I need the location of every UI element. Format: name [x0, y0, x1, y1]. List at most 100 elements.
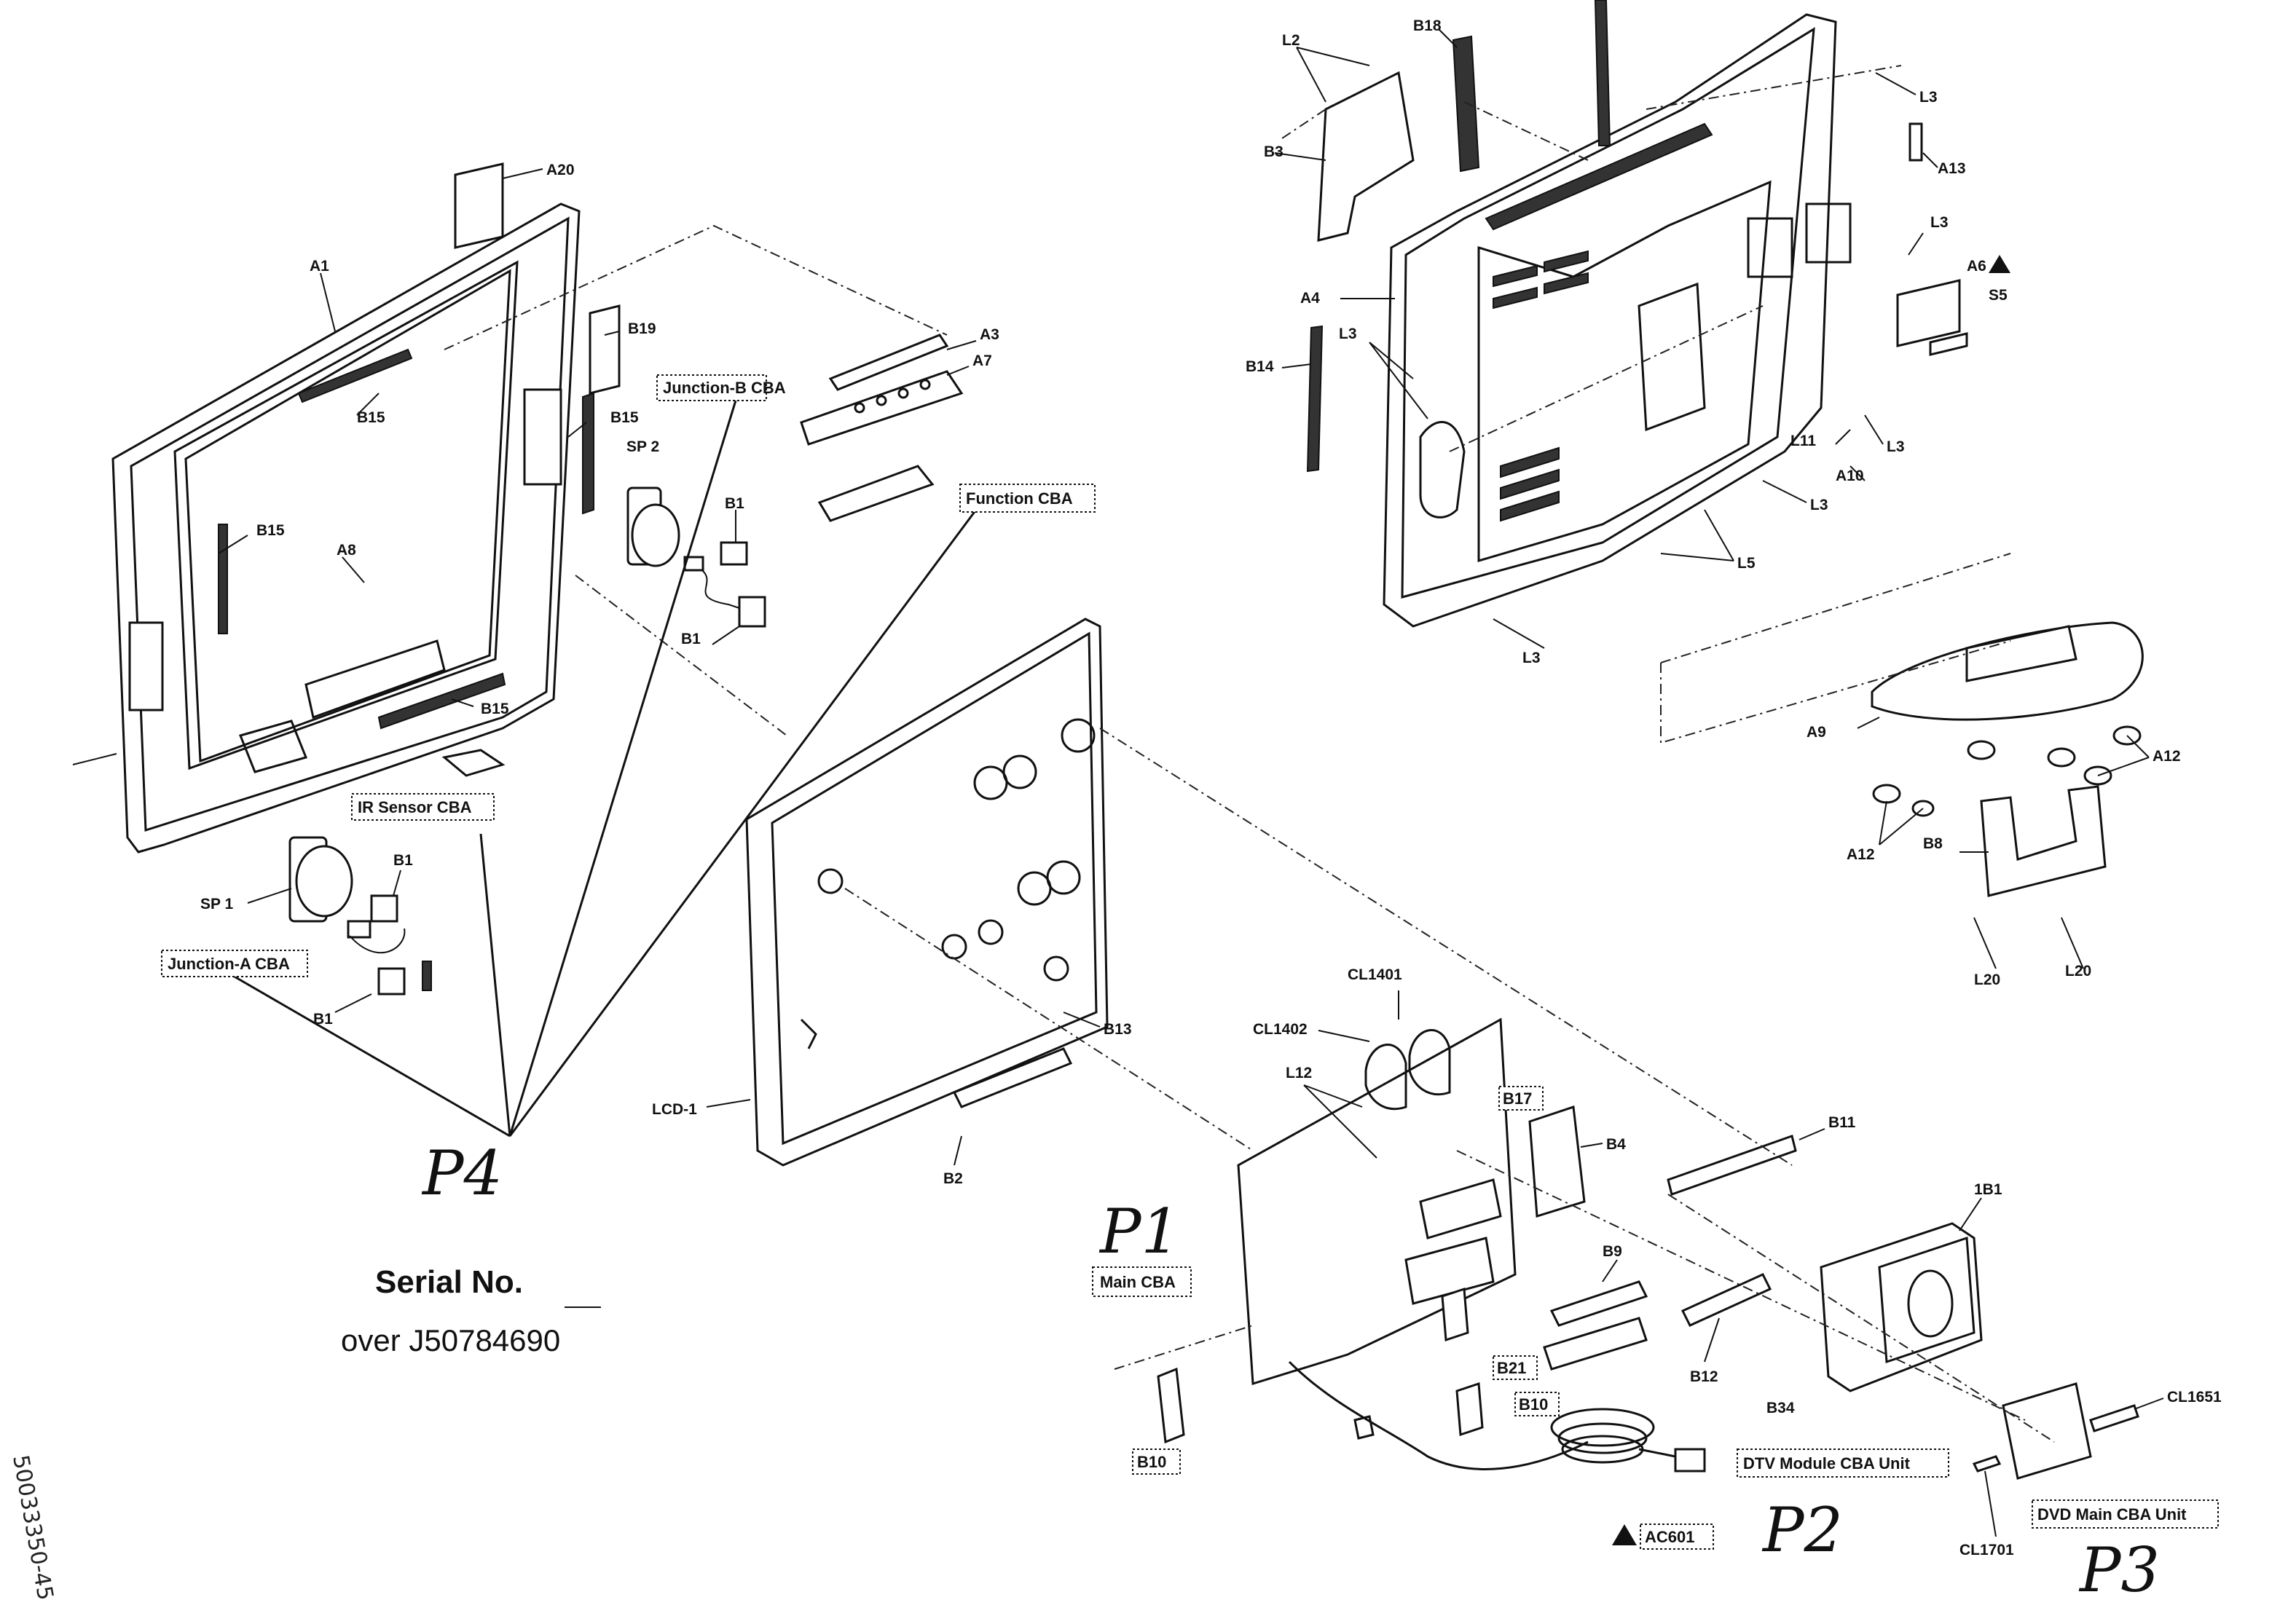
label-l20-a: L20	[1974, 971, 2000, 988]
label-cl1701: CL1701	[1959, 1542, 2014, 1558]
boxed-junction-a: Junction-A CBA	[168, 955, 290, 973]
label-b15-bottom: B15	[481, 701, 509, 717]
label-a10: A10	[1836, 468, 1864, 484]
label-b18: B18	[1413, 17, 1442, 34]
label-cl1401: CL1401	[1348, 966, 1402, 983]
lcd-panel	[745, 618, 1109, 1167]
serial-value: over J50784690	[341, 1323, 560, 1357]
label-b4: B4	[1606, 1136, 1626, 1153]
boxed-dvd-main: DVD Main CBA Unit	[2037, 1505, 2187, 1524]
leader-lines	[218, 28, 2164, 1537]
dtv-module-unit	[1543, 1280, 1648, 1371]
boxed-b10-right: B10	[1519, 1395, 1548, 1414]
label-l3-tr: L3	[1919, 89, 1938, 106]
part-b18-strip	[1452, 35, 1480, 173]
serial-number-block: Serial No. over J50784690	[341, 1264, 601, 1357]
label-b9: B9	[1603, 1243, 1622, 1260]
label-b11: B11	[1828, 1114, 1856, 1131]
top-post	[1594, 0, 1611, 146]
label-b13: B13	[1104, 1021, 1132, 1038]
label-b14: B14	[1246, 358, 1274, 375]
part-b12-bracket	[1680, 1273, 1772, 1327]
part-cl1701-cable	[1972, 1455, 2002, 1473]
power-cord-ac601	[1288, 1360, 1706, 1473]
label-a9: A9	[1807, 724, 1826, 741]
part-b15-strip	[582, 392, 594, 515]
part-b11-bracket	[1667, 1135, 1797, 1196]
label-1b1: 1B1	[1974, 1181, 2002, 1198]
label-a20: A20	[546, 162, 575, 178]
label-lcd1: LCD-1	[652, 1101, 697, 1118]
part-s5-label	[1929, 332, 1968, 356]
boxed-dtv-module: DTV Module CBA Unit	[1743, 1454, 1911, 1473]
part-b14-strip	[1306, 325, 1324, 473]
speaker-sp2	[626, 486, 680, 567]
boxed-function-cba: Function CBA	[966, 489, 1073, 508]
b1-clips-upper	[683, 541, 766, 628]
dvd-main-board	[2002, 1382, 2092, 1480]
jack-plate-a3-a7	[800, 334, 964, 446]
stand-a9	[1871, 621, 2144, 721]
label-a13: A13	[1938, 160, 1966, 177]
speaker-sp1	[288, 836, 353, 923]
label-sp1: SP 1	[200, 896, 233, 912]
label-a7: A7	[972, 352, 992, 369]
label-l20-b: L20	[2065, 963, 2091, 979]
warning-triangle-icon	[1989, 255, 2010, 273]
handwritten-p1: P1	[1098, 1196, 1180, 1267]
boxed-ac601: AC601	[1645, 1528, 1694, 1546]
serial-title: Serial No.	[375, 1264, 523, 1300]
label-b3: B3	[1264, 143, 1283, 160]
explode-lines	[444, 65, 2055, 1443]
margin-note: 50033350-45	[7, 1453, 58, 1602]
label-l3-m: L3	[1810, 497, 1828, 513]
boxed-ir-sensor: IR Sensor CBA	[358, 798, 472, 816]
label-a12-l: A12	[1847, 846, 1875, 863]
part-labels: A20 A1 B19 B15 B15 B15 B15 A8 SP 2 B1 B1…	[200, 17, 2222, 1558]
boxed-main-cba: Main CBA	[1100, 1273, 1176, 1291]
stand-bracket-b8	[1872, 725, 2142, 897]
label-b1-c: B1	[393, 852, 413, 869]
part-a20-badge	[454, 162, 504, 249]
label-l3-mr: L3	[1887, 438, 1905, 455]
ir-sensor-board	[441, 749, 506, 777]
part-b3-bracket	[1317, 71, 1415, 242]
part-a13	[1908, 122, 1923, 162]
part-b21-clip	[1441, 1287, 1469, 1342]
dvd-loader-1b1	[1820, 1222, 1983, 1392]
b1-clips-lower	[347, 894, 432, 996]
part-b10-clip-left	[1157, 1367, 1185, 1444]
label-b34: B34	[1766, 1400, 1795, 1416]
label-a6: A6	[1967, 258, 1986, 275]
handwritten-p2: P2	[1761, 1494, 1843, 1566]
ac601-warning-triangle-icon	[1612, 1524, 1637, 1545]
label-cl1651: CL1651	[2167, 1389, 2222, 1406]
label-l3-r: L3	[1930, 214, 1949, 231]
label-b15-right: B15	[610, 409, 639, 426]
boxed-b17: B17	[1503, 1089, 1532, 1108]
boxed-labels: Junction-B CBA Function CBA IR Sensor CB…	[161, 374, 2219, 1550]
label-b2: B2	[943, 1170, 963, 1187]
boxed-b10-left: B10	[1137, 1453, 1166, 1471]
label-l5: L5	[1737, 555, 1756, 572]
label-b15-top: B15	[357, 409, 385, 426]
label-a1: A1	[310, 258, 329, 275]
boxed-junction-b: Junction-B CBA	[663, 379, 786, 397]
rear-cabinet	[1383, 13, 1852, 628]
label-b12: B12	[1690, 1368, 1718, 1385]
main-cba-board	[1237, 1017, 1517, 1385]
label-b1-b: B1	[681, 631, 701, 647]
label-l11: L11	[1790, 433, 1816, 449]
label-l2: L2	[1282, 32, 1300, 49]
handwritten-annotations: P4 P1 P2 P3	[421, 1138, 2160, 1606]
boxed-b21: B21	[1497, 1359, 1526, 1377]
part-b19-strip	[589, 304, 621, 395]
function-cba-board	[817, 465, 935, 522]
p4-pointer-lines	[232, 400, 978, 1138]
label-b19: B19	[628, 320, 656, 337]
handwritten-p4: P4	[421, 1138, 503, 1209]
label-b8: B8	[1923, 835, 1943, 852]
part-b4-bracket	[1528, 1105, 1586, 1218]
part-cl1651-cable	[2089, 1404, 2139, 1432]
